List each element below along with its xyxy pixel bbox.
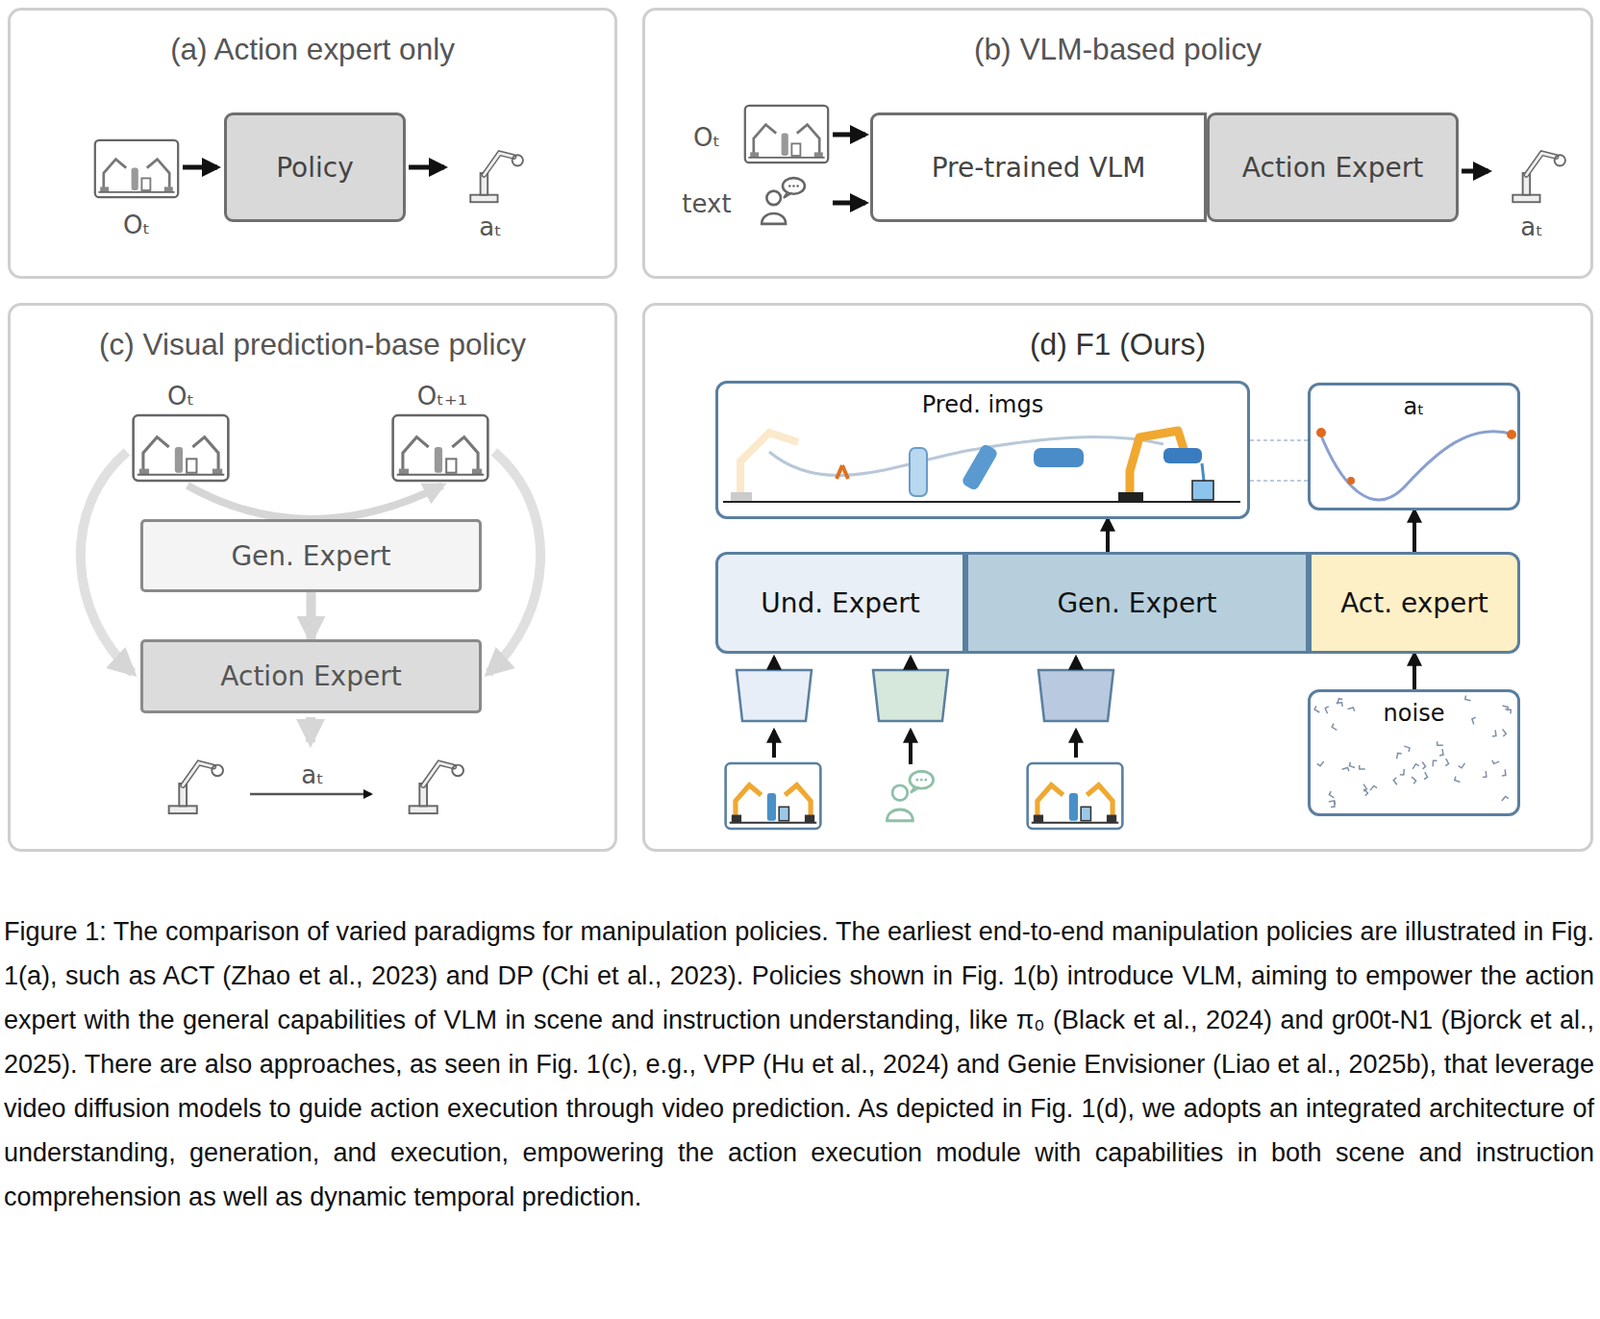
noise-stroke [1330, 800, 1335, 808]
box-label: Und. Expert [760, 587, 921, 620]
symbol-label: Oₜ [167, 381, 195, 411]
noise-stroke [1342, 768, 1350, 773]
box-label: Pred. imgs [922, 391, 1044, 419]
noise-stroke [1454, 776, 1461, 783]
noise-stroke [1348, 707, 1355, 712]
module-box: Action Expert [1206, 112, 1459, 223]
symbol-label: Oₜ [123, 210, 150, 240]
noise-stroke [1422, 762, 1425, 770]
noise-stroke [1492, 729, 1497, 737]
module-box: Und. Expert [715, 551, 966, 654]
noise-stroke [1337, 699, 1344, 705]
module-box: aₜ [1307, 382, 1521, 511]
box-label: Action Expert [220, 660, 401, 693]
box-label: Act. expert [1340, 587, 1489, 620]
noise-stroke [1403, 746, 1410, 752]
noise-stroke [1465, 695, 1472, 700]
noise-stroke [1325, 706, 1329, 714]
symbol-label: Oₜ [693, 123, 721, 152]
symbol-label: aₜ [478, 212, 502, 242]
noise-stroke [1412, 764, 1420, 770]
module-box: Pre-trained VLM [870, 112, 1207, 223]
noise-stroke [1349, 762, 1355, 769]
panel: (b) VLM-based policyPre-trained VLM Actio… [642, 7, 1594, 279]
module-box: Policy [224, 112, 406, 223]
flow-arrow [1105, 519, 1110, 552]
noise-stroke [1424, 772, 1427, 779]
panel-title: (a) Action expert only [10, 31, 615, 68]
noise-stroke [1314, 705, 1320, 713]
noise-stroke [1472, 717, 1476, 725]
noise-stroke [1359, 765, 1366, 770]
noise-stroke [1370, 785, 1377, 791]
symbol-label: aₜ [300, 760, 325, 790]
symbol-label: aₜ [1520, 212, 1544, 242]
figure-caption: Figure 1: The comparison of varied parad… [3, 909, 1595, 1220]
module-box: noise [1307, 689, 1521, 817]
noise-stroke [1393, 777, 1398, 785]
symbol-label: Oₜ₊₁ [417, 381, 468, 411]
noise-stroke [1437, 741, 1444, 746]
flow-arrow [1412, 653, 1417, 690]
module-box: Pred. imgs [715, 380, 1250, 520]
noise-stroke [1439, 749, 1444, 756]
noise-stroke [1397, 752, 1402, 759]
box-label: noise [1383, 700, 1446, 727]
module-box: Gen. Expert [140, 519, 482, 593]
box-label: Action Expert [1242, 151, 1424, 184]
box-label: Gen. Expert [230, 540, 391, 573]
noise-stroke [1501, 796, 1509, 801]
module-box: Gen. Expert [965, 551, 1309, 654]
noise-stroke [1492, 760, 1500, 765]
panel-title: (d) F1 (Ours) [645, 326, 1591, 363]
flow-arrow [306, 592, 317, 640]
noise-stroke [1458, 763, 1466, 769]
noise-stroke [1432, 760, 1437, 767]
box-label: Pre-trained VLM [931, 151, 1147, 184]
noise-stroke [1502, 728, 1507, 737]
box-label: Gen. Expert [1056, 587, 1217, 620]
module-box: Action Expert [140, 639, 482, 714]
noise-stroke [1331, 724, 1337, 731]
flow-arrow [1412, 510, 1417, 552]
noise-stroke [1501, 769, 1506, 776]
box-label: Policy [275, 151, 354, 184]
panel: (d) F1 (Ours) Pred. imgs aₜUnd. Expert Gen.… [642, 302, 1594, 852]
panel-title: (b) VLM-based policy [645, 31, 1591, 68]
noise-stroke [1411, 776, 1417, 784]
noise-stroke [1445, 758, 1449, 767]
noise-stroke [1482, 771, 1487, 778]
box-label: aₜ [1403, 393, 1425, 421]
panel: (a) Action expert onlyPolicy [7, 7, 618, 279]
panel-title: (c) Visual prediction-base policy [10, 326, 615, 363]
noise-stroke [1317, 761, 1325, 767]
module-box: Act. expert [1308, 551, 1521, 654]
noise-stroke [1363, 789, 1368, 797]
noise-stroke [1400, 769, 1405, 775]
symbol-label: text [681, 189, 731, 219]
noise-stroke [1328, 791, 1334, 799]
noise-stroke [1502, 705, 1509, 711]
